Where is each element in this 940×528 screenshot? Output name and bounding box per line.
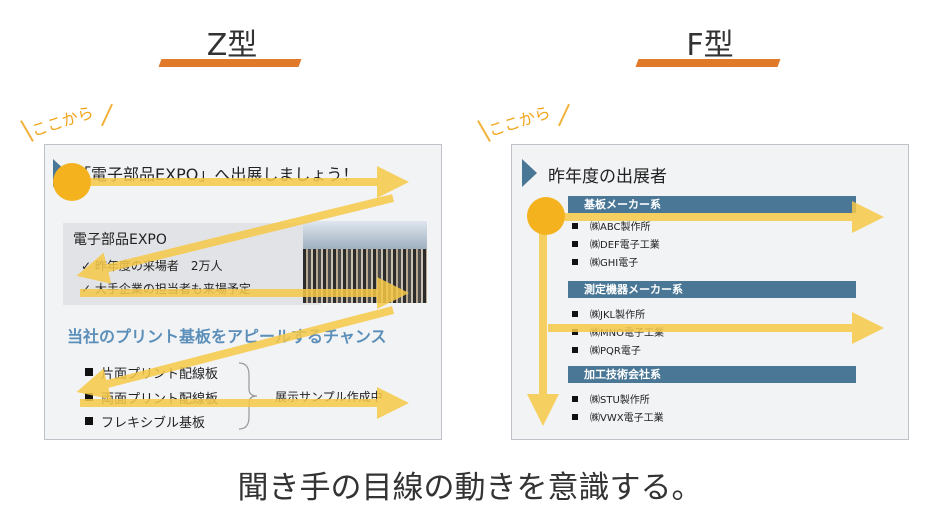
z-arrow-diagonal-1 (76, 194, 394, 284)
company-item: ㈱STU製作所 (590, 395, 650, 406)
bullet-icon (572, 223, 578, 229)
company-item: ㈱VWX電子工業 (590, 413, 664, 424)
bullet-icon (572, 414, 578, 420)
category-bar: 測定機器メーカー系 (568, 281, 856, 298)
f-panel-title: F型 (686, 28, 734, 63)
bullet-icon (572, 347, 578, 353)
expo-box-title: 電子部品EXPO (73, 232, 167, 248)
bottom-caption: 聞き手の目線の動きを意識する。 (237, 470, 703, 506)
company-item: ㈱JKL製作所 (590, 310, 646, 321)
bullet-icon (572, 311, 578, 317)
category-bar: 加工技術会社系 (568, 366, 856, 383)
z-panel-title: Z型 (206, 28, 258, 63)
category-bar: 基板メーカー系 (568, 196, 856, 213)
f-slide-title-marker (522, 159, 537, 187)
items-brace (238, 362, 258, 430)
f-slide-title: 昨年度の出展者 (548, 167, 667, 187)
company-item: ㈱GHI電子 (590, 258, 639, 269)
company-item: ㈱PQR電子 (590, 346, 641, 357)
bullet-icon (572, 396, 578, 402)
company-item: ㈱ABC製作所 (590, 222, 651, 233)
product-item: フレキシブル基板 (101, 416, 206, 431)
company-item: ㈱DEF電子工業 (590, 240, 660, 251)
bullet-icon (572, 241, 578, 247)
photo-ceiling (303, 221, 427, 249)
f-slide: 昨年度の出展者 基板メーカー系 ㈱ABC製作所 ㈱DEF電子工業 ㈱GHI電子 … (511, 144, 909, 440)
company-item: ㈱MNO電子工業 (590, 328, 664, 339)
z-arrow-diagonal-2 (76, 306, 395, 400)
bullet-icon (572, 259, 578, 265)
z-start-dot (53, 163, 91, 201)
f-start-dot (527, 197, 565, 235)
bullet-icon (85, 417, 93, 425)
